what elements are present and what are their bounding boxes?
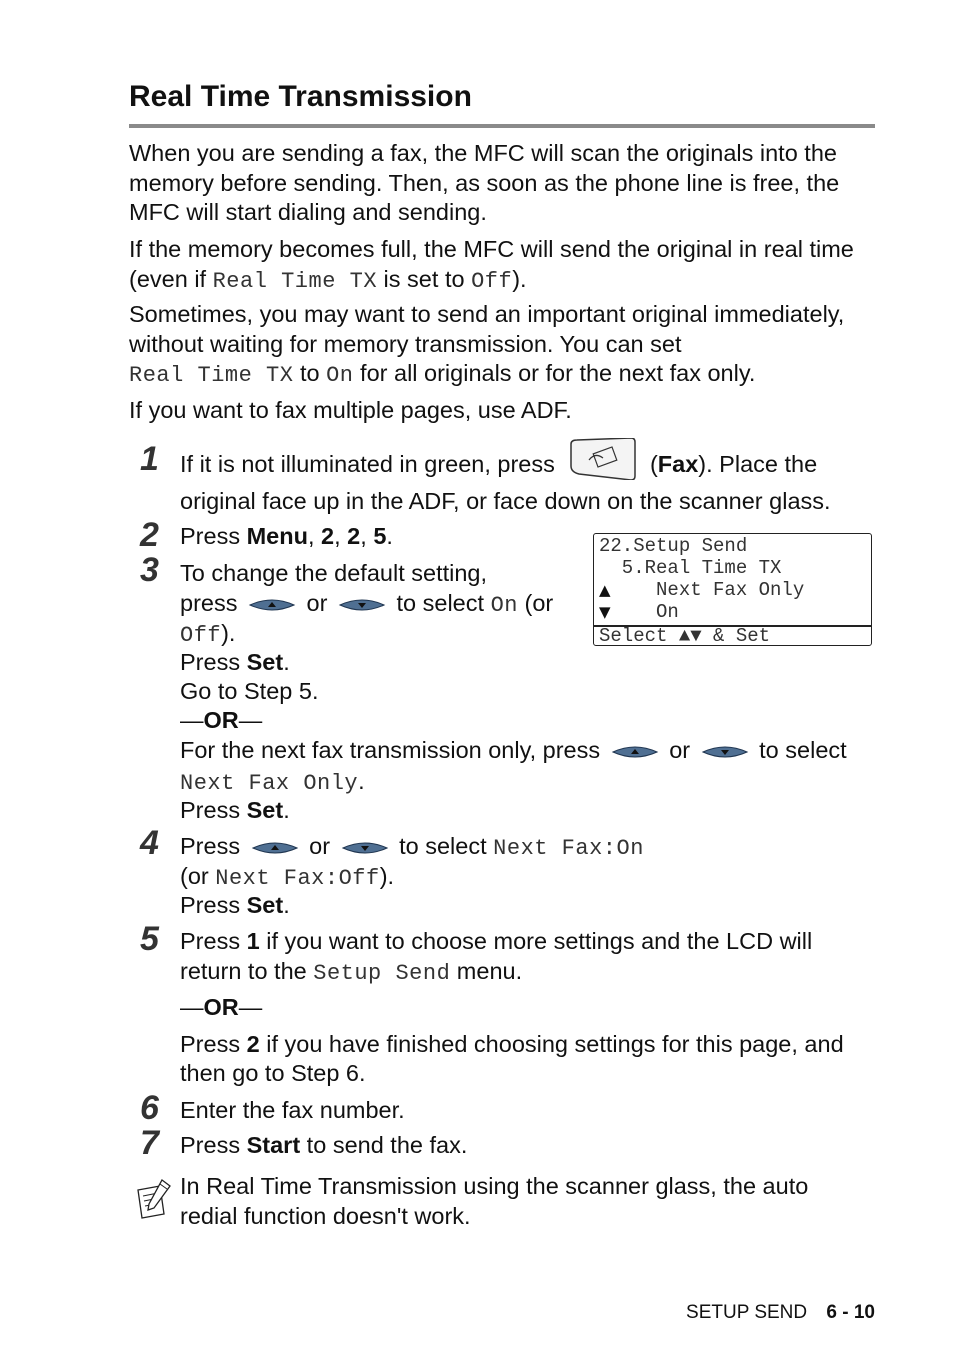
step-5-line-4: then go to Step 6. <box>180 1060 366 1086</box>
lcd-separator <box>594 625 871 627</box>
step-6-text: Enter the fax number. <box>180 1097 405 1123</box>
step-5-line-2: return to the Setup Send menu. <box>180 958 523 986</box>
code-off: Off <box>180 623 222 648</box>
step-3-line-2: press or to select On (or <box>180 590 554 618</box>
fax-key-label: Fax <box>657 451 699 477</box>
step-number-1: 1 <box>140 440 159 478</box>
step-3-line-1: To change the default setting, <box>180 560 488 586</box>
step-4-press-set: Press Set. <box>180 892 290 918</box>
lcd-line-4: On <box>599 601 679 623</box>
lcd-line-1: 22.Setup Send <box>599 535 748 557</box>
lcd-down-arrow-icon: ▼ <box>599 603 611 621</box>
down-arrow-key-icon <box>338 599 386 611</box>
step-3-goto: Go to Step 5. <box>180 678 319 704</box>
step-7-text: Press Start to send the fax. <box>180 1132 468 1158</box>
step-5-line-1: Press 1 if you want to choose more setti… <box>180 928 813 954</box>
lcd-display: 22.Setup Send 5.Real Time TX Next Fax On… <box>593 533 872 647</box>
lcd-up-arrow-icon: ▲ <box>599 581 611 599</box>
step-number-5: 5 <box>140 920 159 958</box>
down-arrow-key-icon <box>701 746 748 758</box>
fax-key-icon <box>570 437 637 480</box>
step-number-3: 3 <box>140 551 159 589</box>
lcd-line-2: 5.Real Time TX <box>599 557 782 579</box>
step-3-press-set-2: Press Set. <box>180 797 290 823</box>
note-line-2: redial function doesn't work. <box>180 1203 471 1229</box>
intro-paragraph-3: Sometimes, you may want to send an impor… <box>129 301 845 388</box>
code-on: On <box>326 363 354 388</box>
step-5-or: —OR— <box>180 994 263 1020</box>
step-2-text: Press Menu, 2, 2, 5. <box>180 523 393 549</box>
intro-paragraph-2: If the memory becomes full, the MFC will… <box>129 236 854 294</box>
step-number-7: 7 <box>140 1124 159 1162</box>
up-arrow-key-icon <box>251 842 298 854</box>
page-footer: SETUP SEND 6 - 10 <box>686 1302 875 1324</box>
code-real-time-tx: Real Time TX <box>212 268 378 294</box>
title-rule <box>129 124 875 128</box>
intro-paragraph-4: If you want to fax multiple pages, use A… <box>129 397 572 423</box>
step-3-line-3: Off). <box>180 620 236 648</box>
step-3-press-set: Press Set. <box>180 649 290 675</box>
intro-paragraph-1: When you are sending a fax, the MFC will… <box>129 140 840 225</box>
up-arrow-key-icon <box>248 599 296 611</box>
code-off: Off <box>471 268 513 294</box>
page-title: Real Time Transmission <box>129 80 472 113</box>
step-1-line-1: If it is not illuminated in green, press… <box>180 437 880 480</box>
note-line-1: In Real Time Transmission using the scan… <box>180 1173 809 1199</box>
step-3-next-fax-code: Next Fax Only. <box>180 768 365 796</box>
step-5-line-3: Press 2 if you have finished choosing se… <box>180 1031 844 1057</box>
lcd-line-3: Next Fax Only <box>599 579 805 601</box>
up-arrow-key-icon <box>611 746 658 758</box>
code-next-fax-on: Next Fax:On <box>493 836 644 861</box>
code-real-time-tx: Real Time TX <box>129 363 294 388</box>
down-arrow-key-icon <box>341 842 388 854</box>
code-next-fax-off: Next Fax:Off <box>215 866 380 891</box>
step-4-line-1: Press or to select Next Fax:On <box>180 833 644 861</box>
step-1-line-2: original face up in the ADF, or face dow… <box>180 488 831 514</box>
lcd-line-5: Select ▲▼ & Set <box>599 625 771 647</box>
footer-section: SETUP SEND <box>686 1302 808 1323</box>
note-pencil-icon <box>137 1179 171 1219</box>
step-3-next-fax: For the next fax transmission only, pres… <box>180 737 847 763</box>
code-on: On <box>490 593 518 618</box>
code-setup-send: Setup Send <box>313 961 451 986</box>
step-number-4: 4 <box>140 824 159 862</box>
step-number-6: 6 <box>140 1089 159 1127</box>
step-number-2: 2 <box>140 516 159 554</box>
code-next-fax-only: Next Fax Only <box>180 771 359 796</box>
step-3-or: —OR— <box>180 707 263 733</box>
footer-page-number: 6 - 10 <box>826 1302 875 1323</box>
step-4-line-2: (or Next Fax:Off). <box>180 863 395 891</box>
